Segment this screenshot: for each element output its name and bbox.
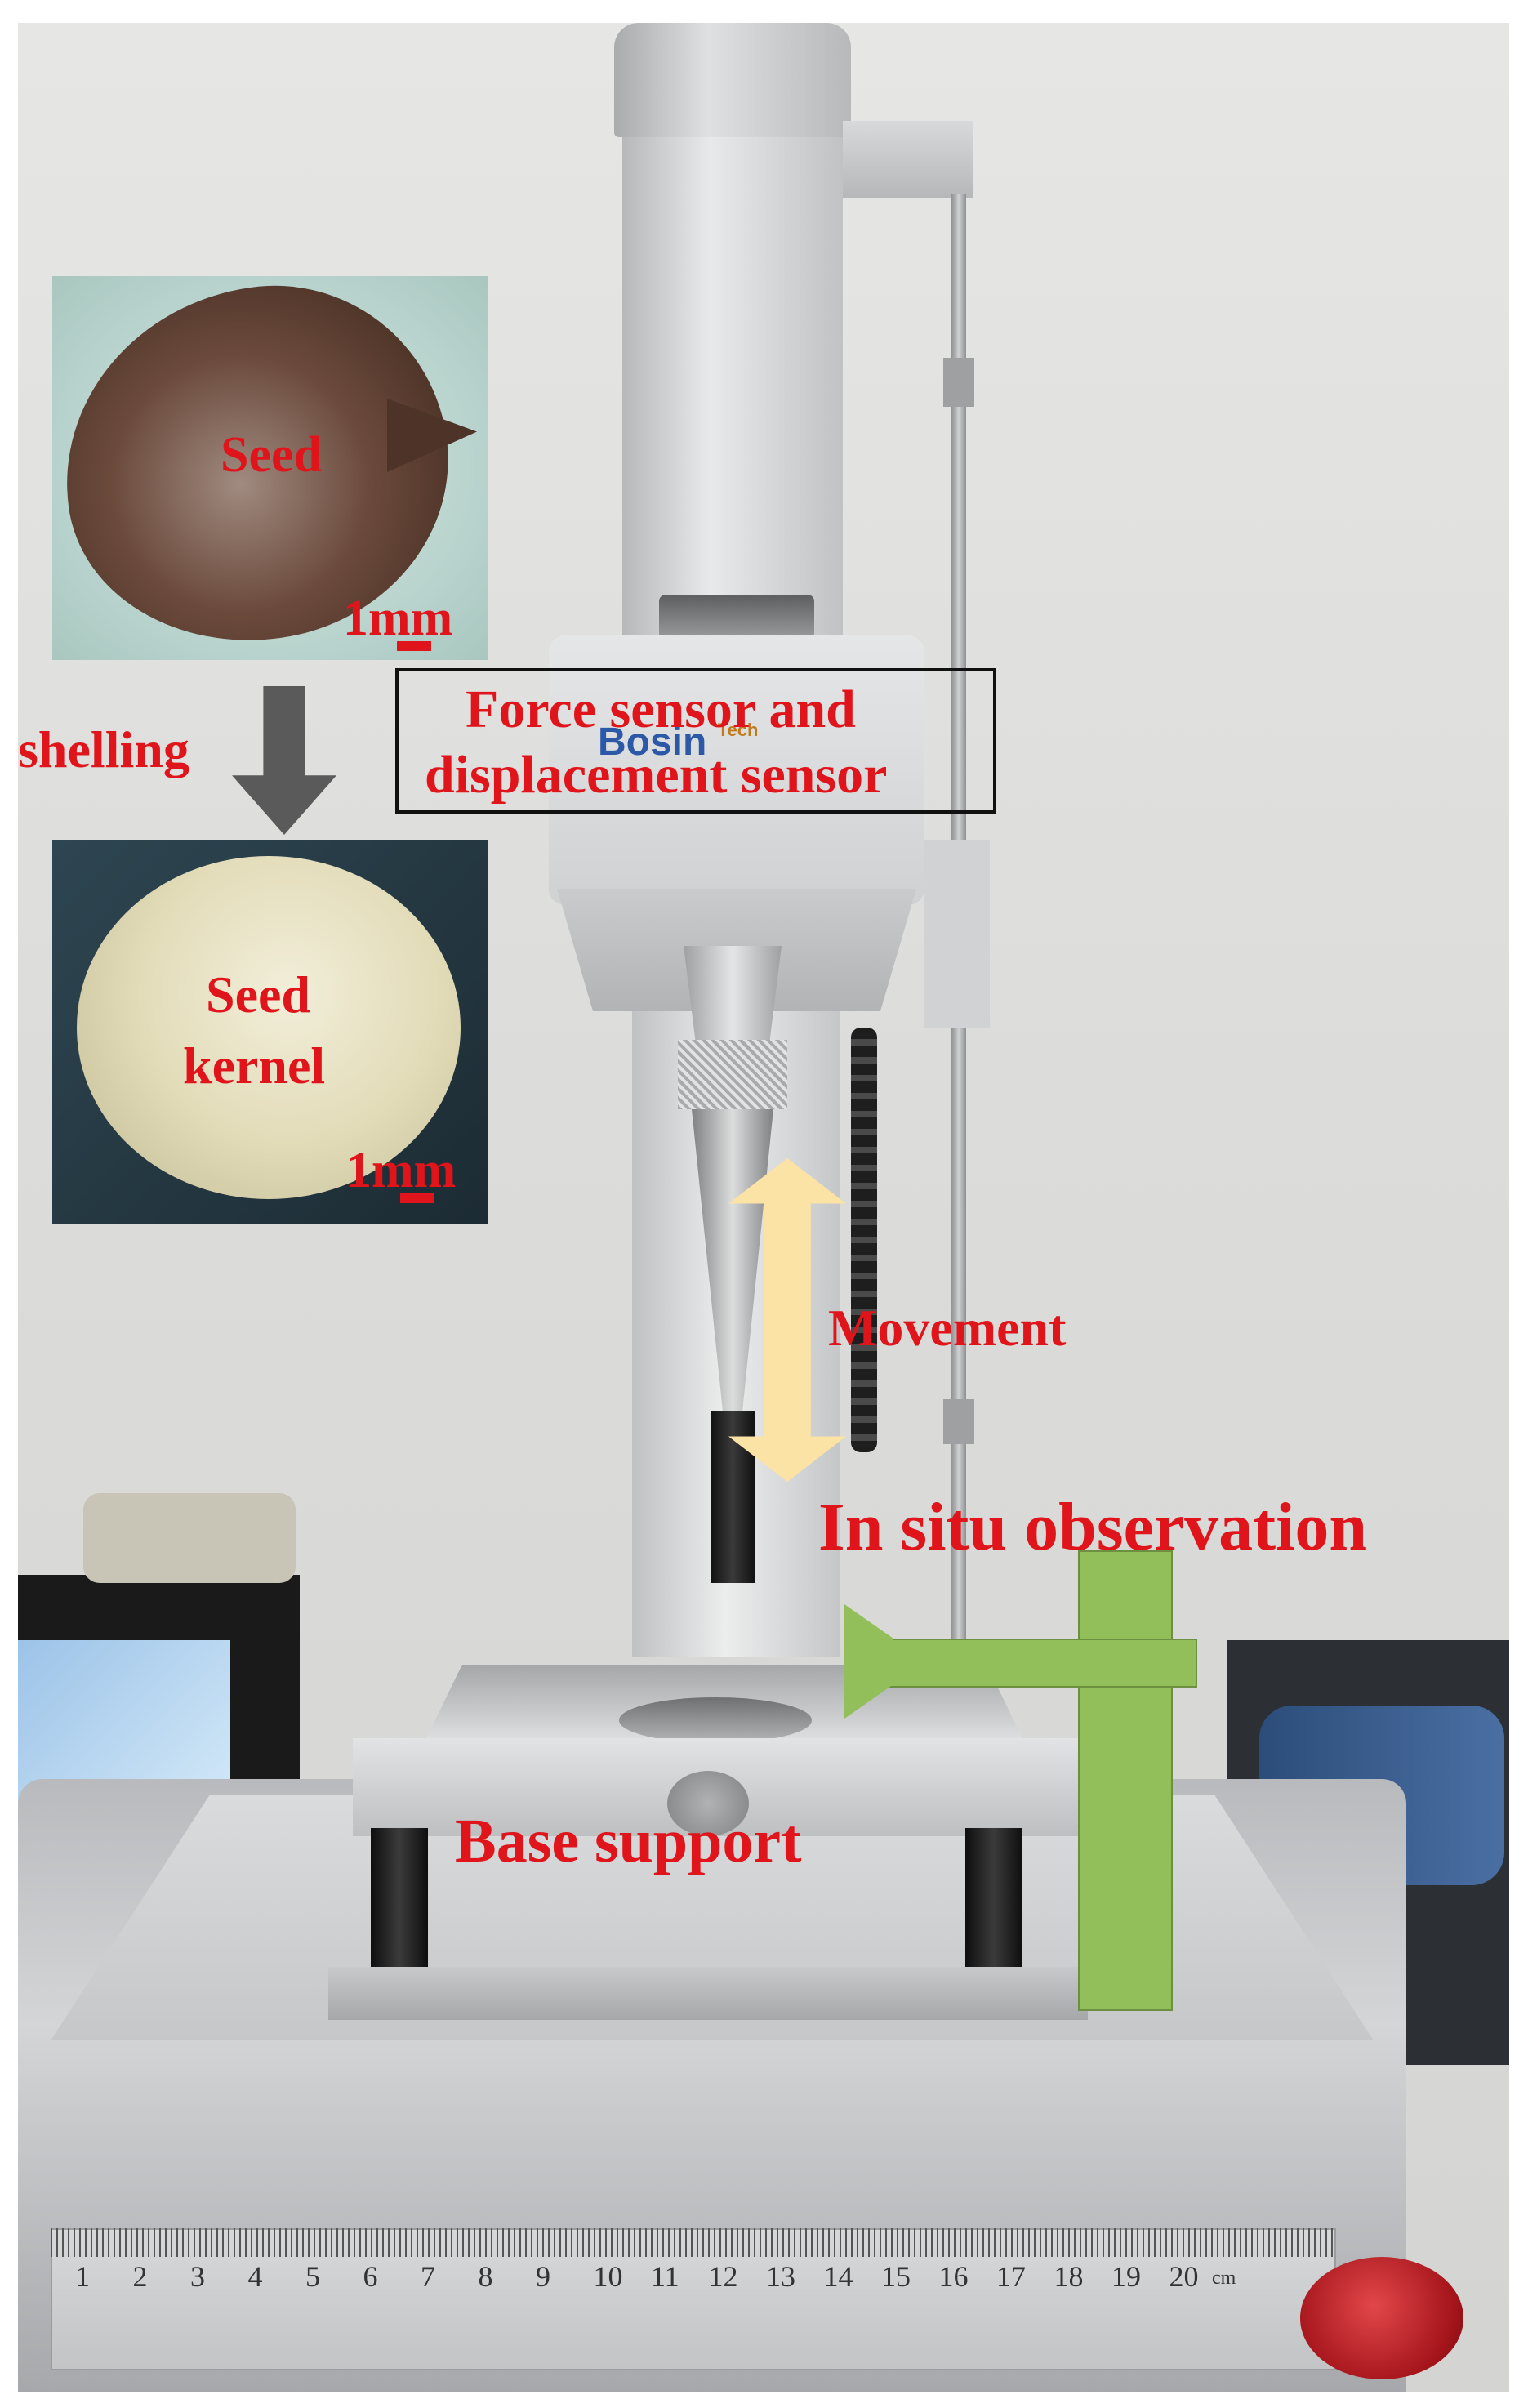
force-sensor-label-line1: Force sensor and [466, 680, 856, 739]
ruler-number: 12 [708, 2260, 738, 2293]
ruler-number: 14 [823, 2260, 853, 2293]
sensor-housing [549, 635, 924, 905]
emergency-stop-button [1300, 2257, 1463, 2379]
seed-label: Seed [221, 427, 322, 483]
ruler-number: 7 [421, 2260, 435, 2293]
ruler-ticks [51, 2228, 1333, 2257]
ruler-number: 13 [766, 2260, 795, 2293]
brand-sub: Tech [717, 720, 759, 740]
ruler-number: 1 [75, 2260, 90, 2293]
ruler-number: 17 [996, 2260, 1026, 2293]
ruler-number: 4 [247, 2260, 263, 2293]
shelling-label: shelling [18, 720, 189, 778]
rod-collar-top [943, 358, 974, 407]
side-bracket [843, 121, 973, 198]
ruler-number: 8 [478, 2260, 493, 2293]
shelling-arrow [232, 686, 336, 835]
ruler-number: 3 [190, 2260, 205, 2293]
sample-disc [619, 1697, 812, 1743]
ruler-number: 2 [132, 2260, 148, 2293]
ruler-number: 5 [305, 2260, 320, 2293]
kernel-photo [52, 840, 488, 1224]
ruler-number: 6 [363, 2260, 378, 2293]
ruler-number: 10 [593, 2260, 623, 2293]
kernel-scale-bar [400, 1193, 434, 1203]
stage-leg-right [965, 1828, 1022, 1975]
ruler-number: 11 [651, 2260, 679, 2293]
kernel-label-line2: kernel [183, 1037, 326, 1095]
brand-name: Bosin [598, 720, 707, 764]
seed-scale-bar [397, 641, 431, 651]
kernel-label-line1: Seed [206, 965, 310, 1023]
column-ring [659, 595, 814, 640]
column-main [622, 39, 843, 644]
ruler-number: 9 [536, 2260, 550, 2293]
seed-scale-label: 1mm [343, 591, 453, 646]
brand-logo: Bosin Tech [598, 720, 758, 765]
stage-foot [328, 1967, 1088, 2020]
in-situ-label: In situ observation [818, 1489, 1368, 1565]
force-sensor-label-line2: displacement sensor [425, 745, 888, 805]
stage-knob [667, 1771, 749, 1836]
coiled-cable [851, 1028, 877, 1452]
ruler-number: 16 [938, 2260, 969, 2293]
probe-upper [684, 946, 782, 1044]
rod-collar-bottom [943, 1399, 974, 1444]
ruler-number: 18 [1054, 2260, 1084, 2293]
probe-knurl [678, 1040, 787, 1109]
force-sensor-box [395, 668, 996, 814]
kernel-scale-label: 1mm [346, 1143, 457, 1198]
ruler-number: 20 [1169, 2260, 1199, 2293]
side-panel [924, 840, 990, 1028]
stage-leg-left [371, 1828, 428, 1975]
observation-camera-body [1078, 1550, 1173, 2011]
seed-photo [52, 276, 488, 660]
ruler-number: 19 [1111, 2260, 1141, 2293]
kernel-image [77, 856, 461, 1199]
column-top-cap [614, 23, 851, 137]
ruler-number: 15 [881, 2260, 911, 2293]
movement-label: Movement [828, 1299, 1067, 1357]
background-jar [83, 1493, 296, 1583]
base-support-label: Base support [455, 1807, 802, 1875]
observation-camera-arm [884, 1639, 1197, 1688]
ruler-unit: cm [1212, 2268, 1236, 2289]
